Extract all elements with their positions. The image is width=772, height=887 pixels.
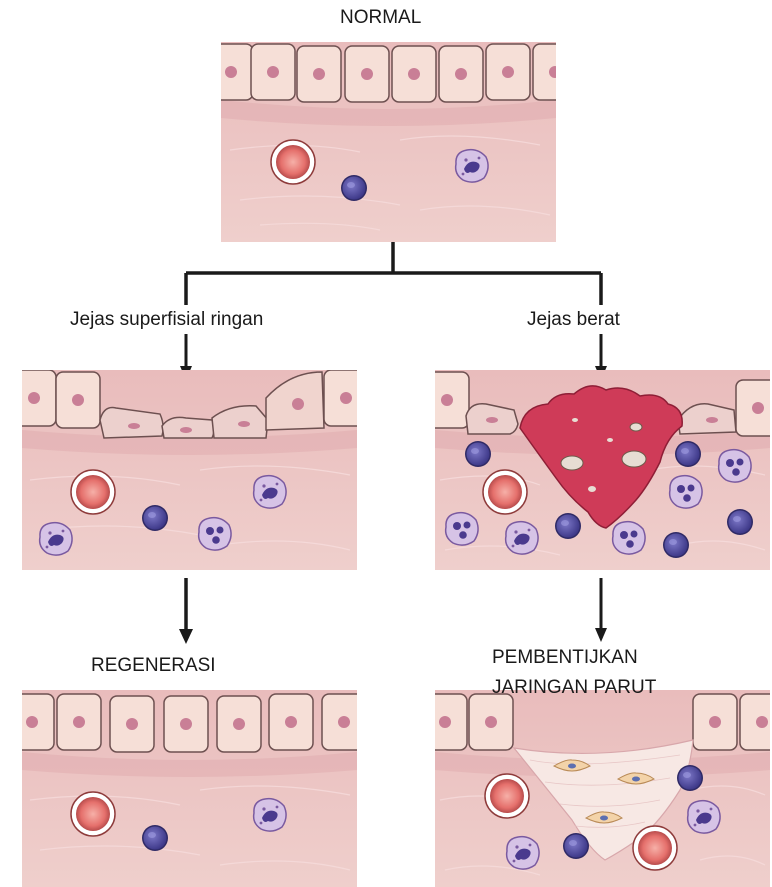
- label-severe-injury: Jejas berat: [527, 309, 620, 331]
- label-regeneration: REGENERASI: [91, 655, 216, 677]
- connector-lines: [186, 241, 601, 305]
- panel-mild-injury: [12, 370, 368, 570]
- label-scar-line2: JARINGAN PARUT: [492, 677, 656, 699]
- label-normal: NORMAL: [340, 7, 421, 29]
- panel-regeneration: [10, 690, 366, 887]
- label-scar-line1: PEMBENTIJKAN: [492, 647, 638, 669]
- label-mild-injury: Jejas superfisial ringan: [70, 309, 263, 331]
- panel-severe-injury: [425, 370, 772, 570]
- panel-scar-formation: [423, 690, 772, 887]
- panel-normal: [209, 42, 577, 242]
- arrow-to-scar: [595, 578, 607, 642]
- arrow-to-regeneration: [179, 578, 193, 644]
